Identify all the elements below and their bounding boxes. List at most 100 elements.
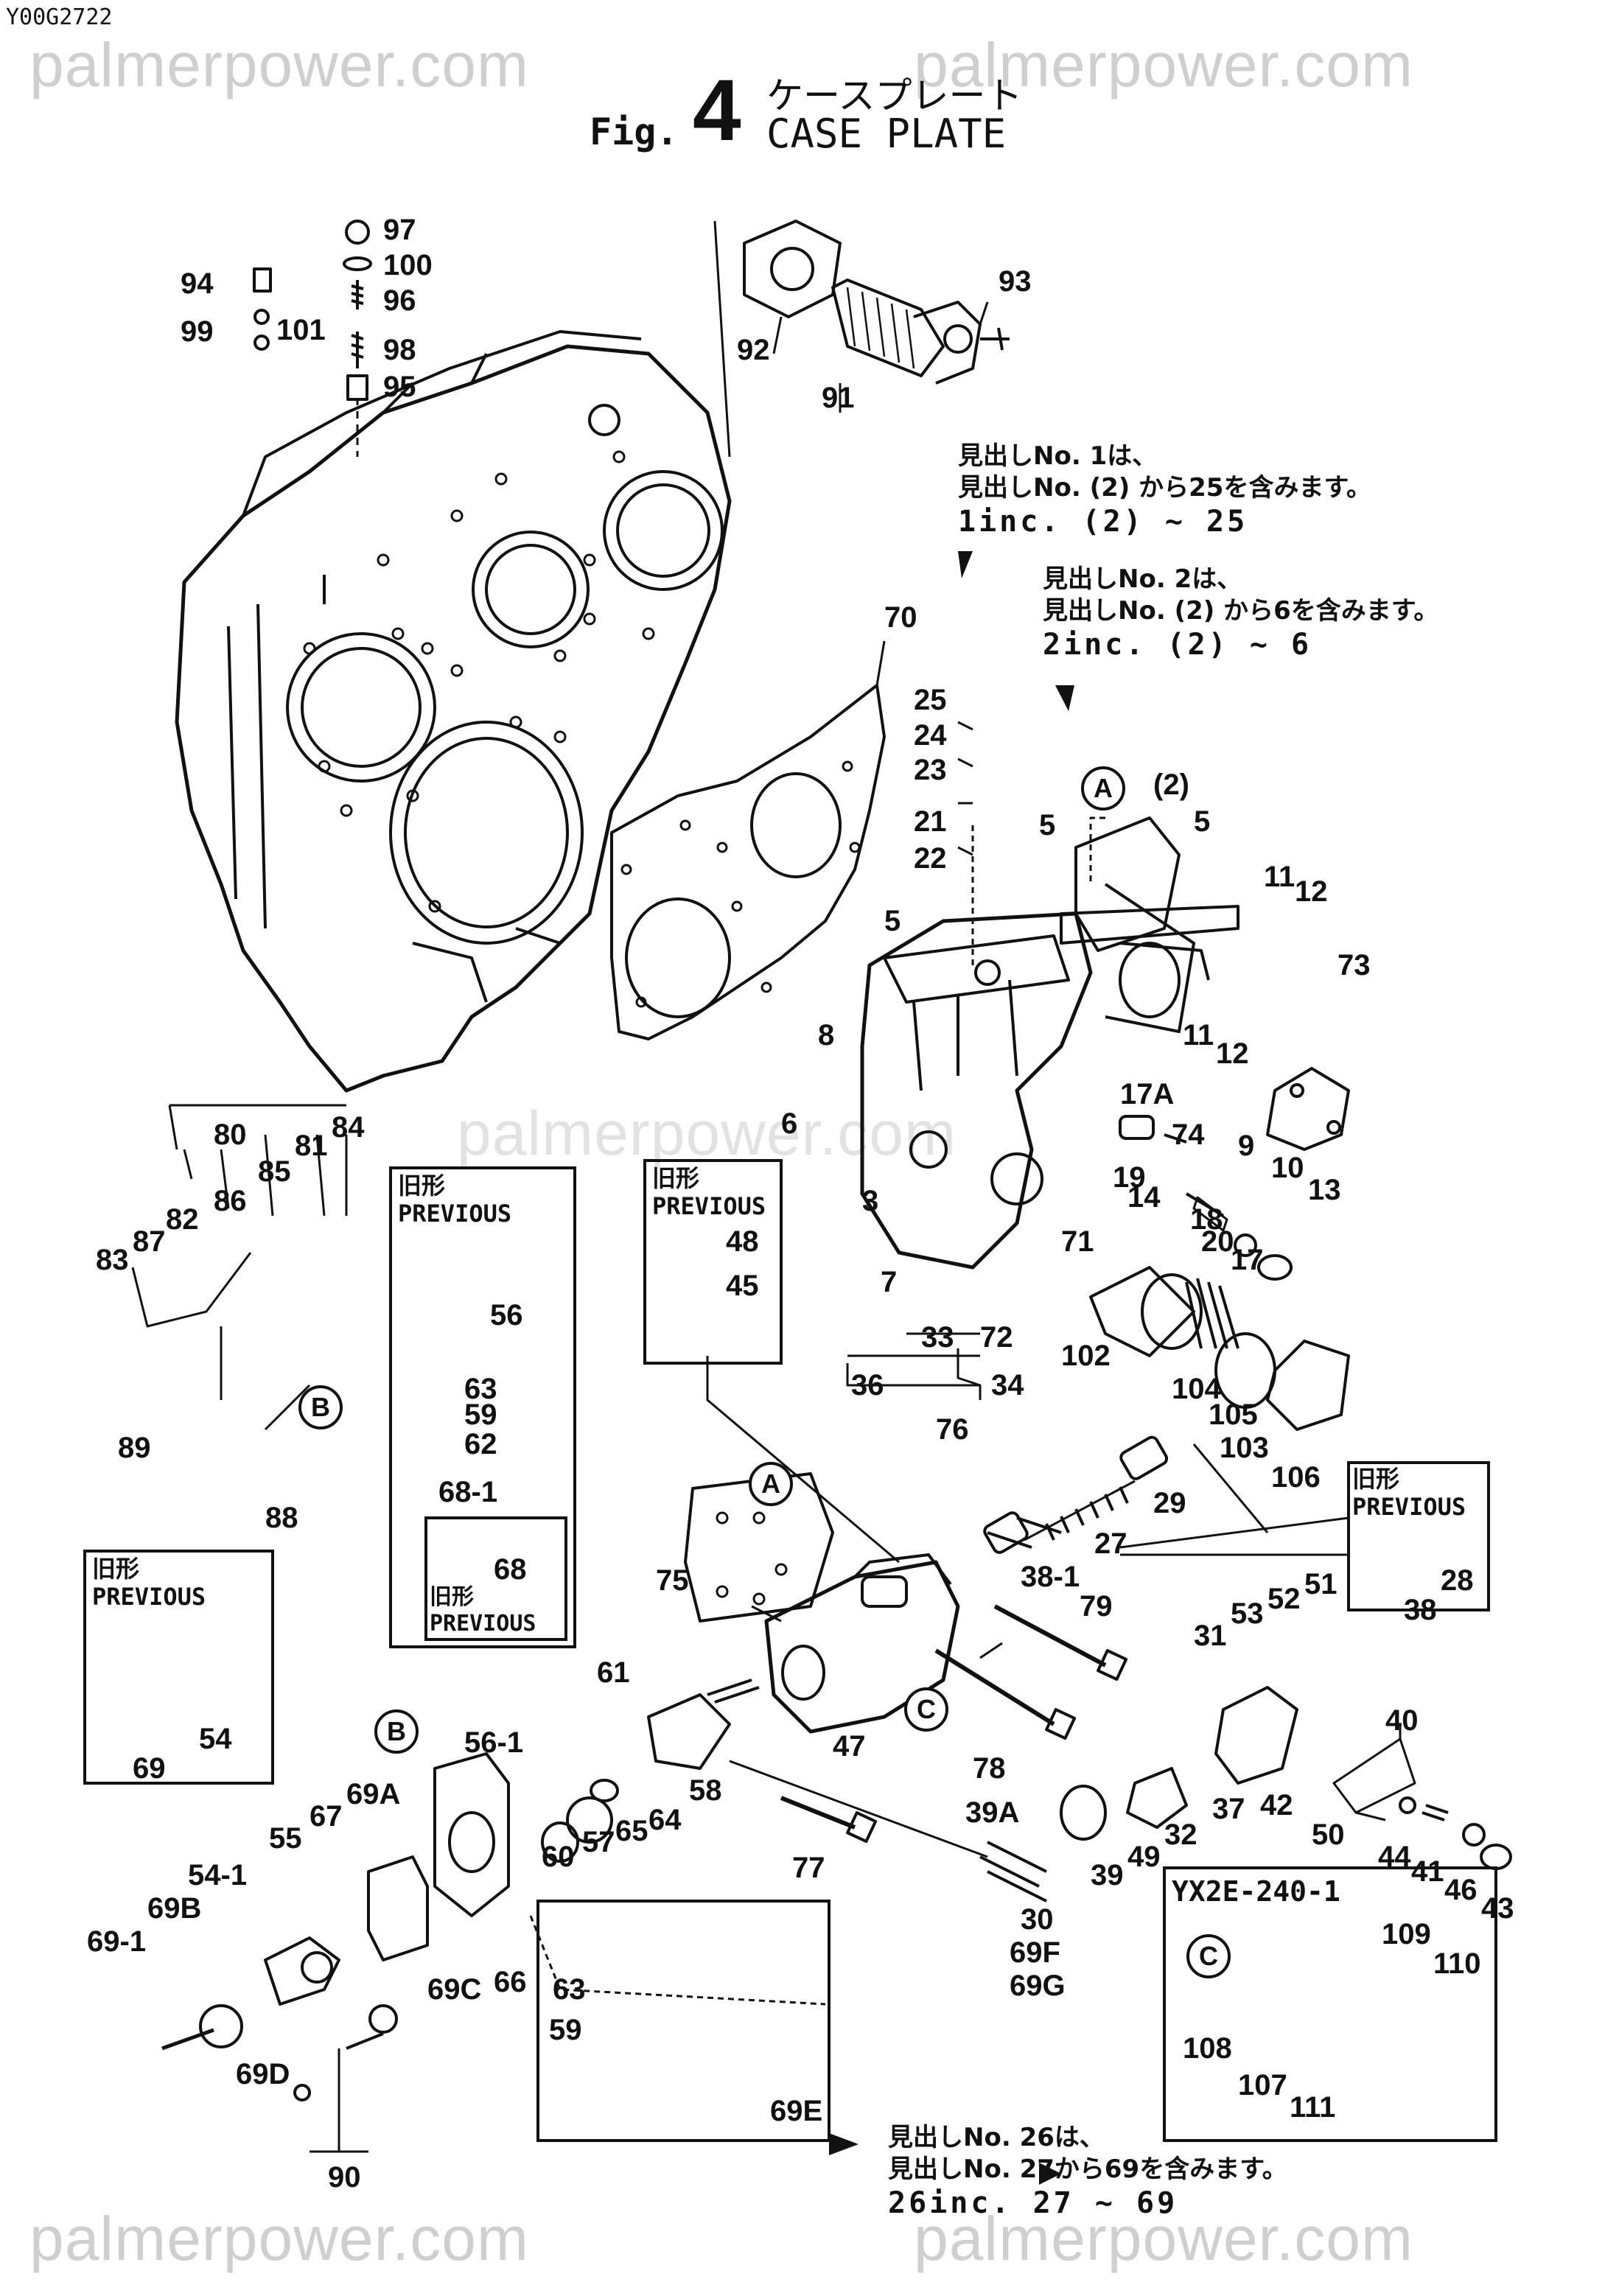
part-label: 38-1 xyxy=(1021,1561,1080,1593)
part-label: 5 xyxy=(1039,809,1056,841)
part-label: 72 xyxy=(980,1321,1013,1354)
part-label: 42 xyxy=(1260,1789,1293,1821)
box-previous-2-en: PREVIOUS xyxy=(430,1611,536,1637)
fig-number: 4 xyxy=(693,62,741,159)
part-label: 85 xyxy=(258,1155,291,1188)
box-previous-3-title: 旧形 PREVIOUS xyxy=(652,1164,766,1221)
part-label: 78 xyxy=(973,1752,1006,1785)
part-label: 108 xyxy=(1183,2032,1232,2065)
box-yx-code: YX2E-240-1 xyxy=(1172,1875,1340,1908)
part-label: 74 xyxy=(1172,1119,1205,1151)
part-label: 5 xyxy=(1194,805,1211,838)
part-label: 80 xyxy=(214,1119,247,1151)
part-label: 3 xyxy=(862,1185,879,1217)
part-label: 63 xyxy=(464,1373,497,1405)
part-label: 38 xyxy=(1404,1594,1437,1626)
note-3-line-2: 見出しNo. 27から69を含みます。 xyxy=(888,2154,1287,2184)
part-label: 59 xyxy=(549,2014,582,2046)
part-label: 82 xyxy=(166,1203,199,1236)
ref-circle-c-mid: C xyxy=(904,1687,948,1732)
box-previous-4-title: 旧形 PREVIOUS xyxy=(92,1555,206,1611)
part-label: 68-1 xyxy=(438,1476,498,1508)
part-label: 39 xyxy=(1091,1859,1124,1891)
part-label: 97 xyxy=(383,214,416,246)
part-label: 54-1 xyxy=(188,1859,248,1891)
part-label: 5 xyxy=(884,905,901,937)
part-label: 70 xyxy=(884,601,917,634)
box-previous-2-title: 旧形 PREVIOUS xyxy=(430,1584,536,1637)
part-label: 59 xyxy=(464,1399,497,1431)
part-label: 81 xyxy=(295,1130,328,1162)
part-label: 64 xyxy=(648,1804,682,1836)
part-label: 12 xyxy=(1295,875,1328,908)
note-1-line-2: 見出しNo. (2) から25を含みます。 xyxy=(958,472,1372,503)
part-label: 55 xyxy=(269,1822,302,1855)
part-label: 73 xyxy=(1337,949,1371,981)
part-label: 48 xyxy=(726,1225,759,1258)
part-label: 76 xyxy=(936,1413,969,1446)
part-label: 96 xyxy=(383,284,416,317)
part-label: 99 xyxy=(181,315,214,348)
part-label: 62 xyxy=(464,1428,497,1460)
ref-circle-b-top: B xyxy=(298,1385,343,1429)
part-label: 23 xyxy=(914,754,947,786)
part-label: 87 xyxy=(133,1225,166,1258)
part-label: 109 xyxy=(1382,1918,1431,1950)
part-label: 86 xyxy=(214,1185,247,1217)
part-label: 103 xyxy=(1220,1432,1269,1464)
part-label: 111 xyxy=(1290,2091,1336,2124)
title-jp: ケースプレート xyxy=(766,74,1023,117)
part-label: 36 xyxy=(851,1369,884,1401)
part-label: 102 xyxy=(1061,1340,1111,1372)
part-label: 110 xyxy=(1433,1947,1481,1980)
part-label: 69 xyxy=(133,1752,166,1785)
note-3-line-1: 見出しNo. 26は、 xyxy=(888,2123,1105,2152)
part-label: 52 xyxy=(1267,1583,1301,1615)
note-1-line-1: 見出しNo. 1は、 xyxy=(958,441,1158,471)
note-2: 見出しNo. 2は、 見出しNo. (2) から6を含みます。 2inc. (2… xyxy=(1043,564,1438,663)
part-label: 54 xyxy=(199,1723,232,1755)
part-label: 95 xyxy=(383,371,416,403)
part-label: 39A xyxy=(965,1796,1020,1829)
part-label: 79 xyxy=(1080,1590,1113,1623)
part-label: 6 xyxy=(781,1107,798,1140)
part-label: 69E xyxy=(770,2095,823,2127)
note-3: 見出しNo. 26は、 見出しNo. 27から69を含みます。 26inc. 2… xyxy=(888,2122,1287,2222)
part-label: 107 xyxy=(1238,2069,1287,2101)
drawing-code: Y00G2722 xyxy=(6,4,113,30)
box-previous-1-jp: 旧形 xyxy=(398,1172,446,1200)
part-label: 69-1 xyxy=(87,1925,147,1958)
part-label: 40 xyxy=(1385,1704,1419,1737)
part-label: 13 xyxy=(1308,1174,1341,1206)
part-label: 92 xyxy=(737,334,770,366)
box-previous-5-title: 旧形 PREVIOUS xyxy=(1352,1465,1466,1522)
watermark-top-right: palmerpower.com xyxy=(914,30,1413,99)
part-label: 22 xyxy=(914,842,947,875)
part-label: 47 xyxy=(833,1730,866,1763)
part-label: 14 xyxy=(1127,1181,1161,1214)
part-label: 69F xyxy=(1010,1936,1060,1969)
part-label: 7 xyxy=(881,1266,898,1298)
box-previous-1-en: PREVIOUS xyxy=(398,1200,512,1228)
part-label: 65 xyxy=(615,1815,648,1847)
part-label: 66 xyxy=(494,1966,527,1998)
part-label: 98 xyxy=(383,334,416,366)
note-1-line-3: 1inc. (2) ~ 25 xyxy=(958,505,1248,539)
part-label: 8 xyxy=(818,1019,835,1051)
part-label: 49 xyxy=(1127,1841,1161,1873)
part-label: 9 xyxy=(1238,1130,1255,1162)
note-3-line-3: 26inc. 27 ~ 69 xyxy=(888,2186,1178,2220)
part-label: 24 xyxy=(914,719,947,752)
fig-prefix: Fig. xyxy=(590,111,679,153)
watermark-bottom-right: palmerpower.com xyxy=(914,2204,1413,2273)
part-label: 67 xyxy=(310,1800,343,1833)
ref-circle-c-box: C xyxy=(1186,1934,1231,1978)
watermark-top-left: palmerpower.com xyxy=(29,30,529,99)
note-1: 見出しNo. 1は、 見出しNo. (2) から25を含みます。 1inc. (… xyxy=(958,441,1371,540)
part-label: 20 xyxy=(1201,1225,1234,1258)
part-label: 61 xyxy=(597,1656,630,1689)
part-label: 17A xyxy=(1120,1078,1175,1110)
part-label: 33 xyxy=(921,1321,954,1354)
